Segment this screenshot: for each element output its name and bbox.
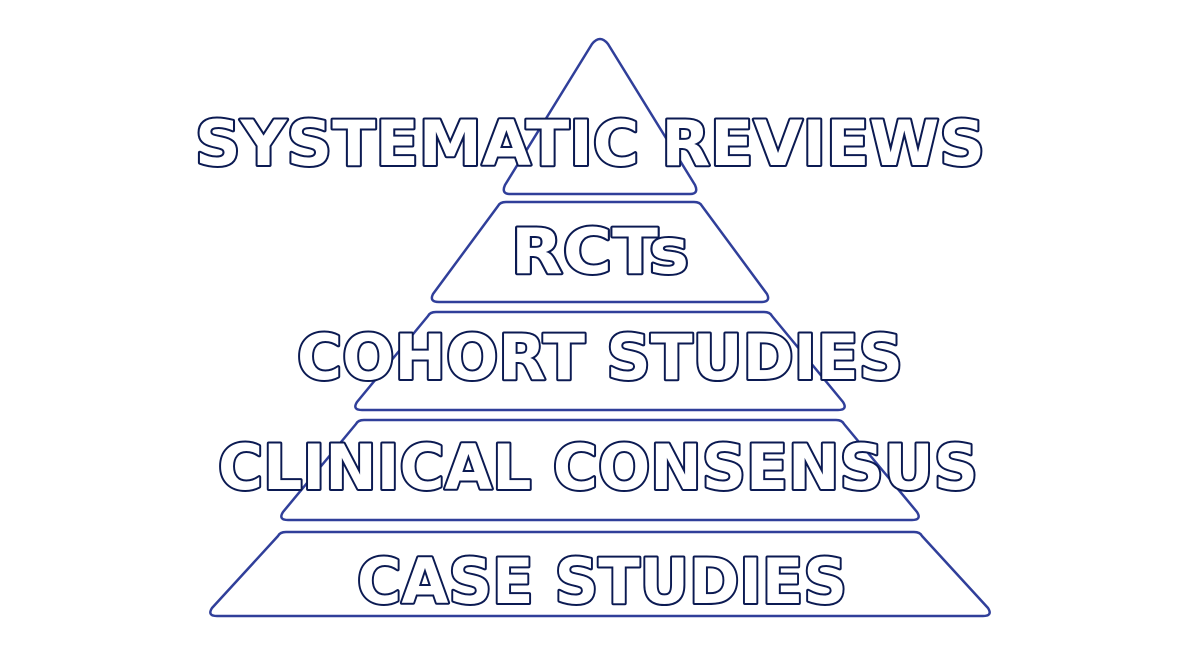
tier-2-shape	[430, 200, 770, 304]
tier-2-label: RCTs	[511, 215, 689, 288]
tier-3-shape	[354, 310, 846, 412]
tier-5-label: CASE STUDIES	[357, 545, 847, 618]
tier-1-shape	[502, 37, 698, 196]
tier-3-label: COHORT STUDIES	[297, 321, 903, 394]
tier-1-label: SYSTEMATIC REVIEWS	[195, 107, 985, 180]
tier-5-shape	[209, 530, 991, 618]
tier-4-shape	[280, 418, 920, 522]
tier-4-label: CLINICAL CONSENSUS	[218, 431, 978, 504]
